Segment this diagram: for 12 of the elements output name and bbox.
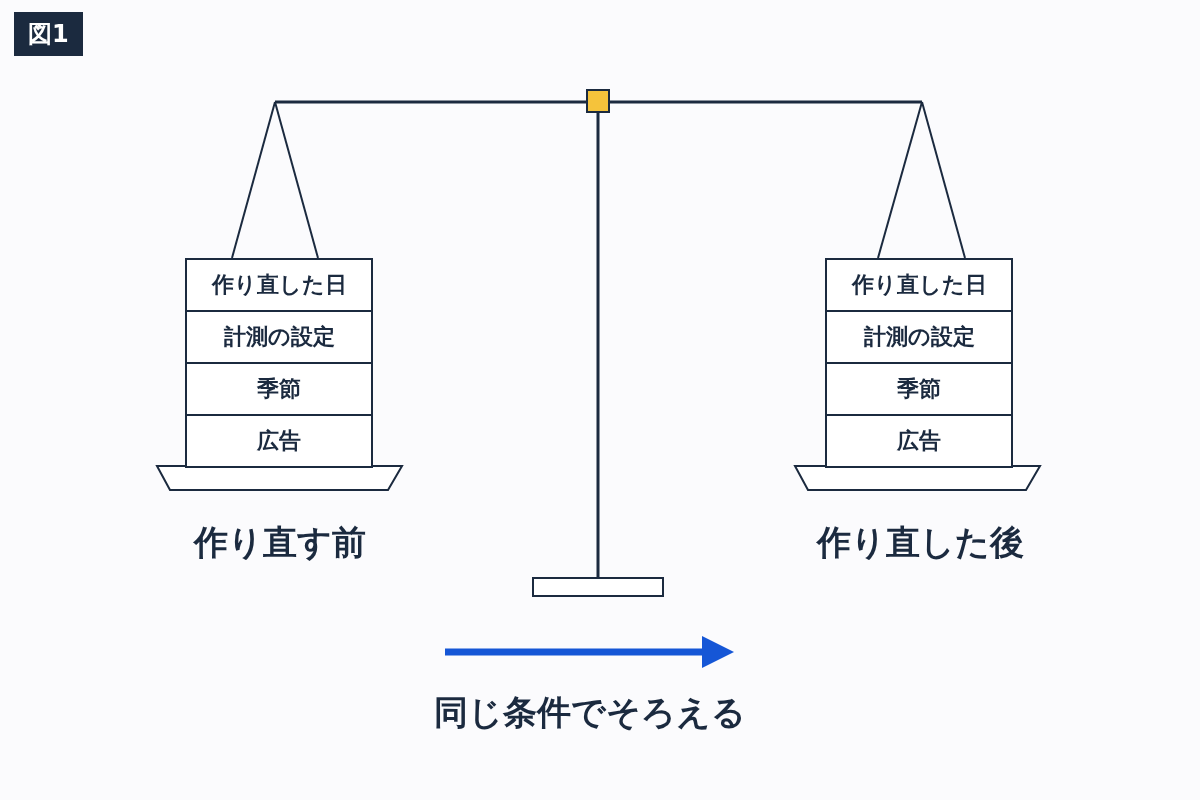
factor-box: 計測の設定 xyxy=(825,312,1013,364)
figure-title: 図1 xyxy=(14,12,83,56)
factor-box: 広告 xyxy=(825,416,1013,468)
factor-box: 広告 xyxy=(185,416,373,468)
factor-box: 季節 xyxy=(825,364,1013,416)
group-caption: 作り直す前 xyxy=(194,522,366,562)
factor-box: 作り直した日 xyxy=(185,258,373,312)
factor-box: 作り直した日 xyxy=(825,258,1013,312)
arrow-caption: 同じ条件でそろえる xyxy=(434,692,746,732)
factor-box: 季節 xyxy=(185,364,373,416)
factor-box: 計測の設定 xyxy=(185,312,373,364)
group-caption: 作り直した後 xyxy=(816,522,1024,562)
